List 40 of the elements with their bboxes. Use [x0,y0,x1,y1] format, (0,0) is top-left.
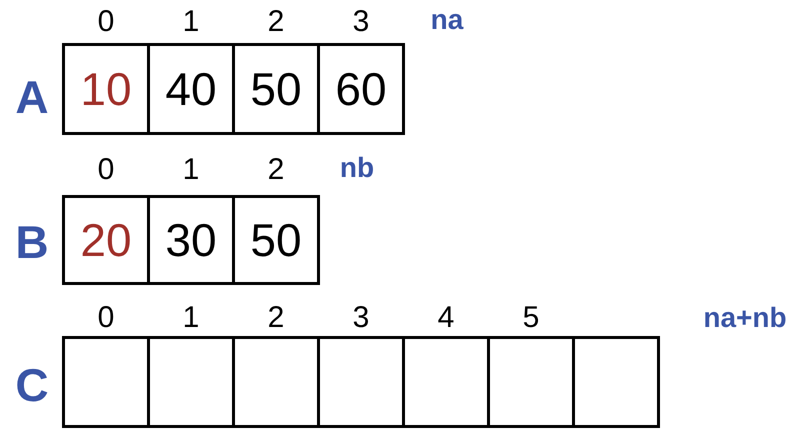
index-number: 0 [98,155,114,185]
index-number: 3 [352,303,370,333]
array-name: B [15,219,49,265]
array-cell [232,195,320,285]
index-number: 0 [98,7,114,37]
array-name: C [15,362,49,408]
empty-array-cell [402,336,490,428]
index-number: 2 [268,303,284,333]
index-number: 2 [268,155,284,185]
index-number: 1 [182,303,200,333]
array-cell [62,195,150,285]
cell-value: 30 [165,213,217,267]
cell-value: 60 [335,62,387,116]
array-cell [147,43,235,135]
array-name: A [15,74,49,120]
length-label: na [430,6,464,34]
index-number: 0 [98,303,114,333]
index-number: 1 [182,155,200,185]
empty-array-cell [232,336,320,428]
cell-value: 10 [80,62,132,116]
length-label: nb [340,154,374,182]
array-cell [232,43,320,135]
index-number: 2 [268,7,284,37]
length-label: na+nb [703,304,787,332]
index-number: 5 [522,303,540,333]
empty-array-cell [147,336,235,428]
empty-array-cell [487,336,575,428]
empty-array-cell [572,336,660,428]
cell-value: 50 [250,213,302,267]
cell-value: 40 [165,62,217,116]
cell-value: 50 [250,62,302,116]
empty-array-cell [317,336,405,428]
index-number: 4 [438,303,454,333]
array-cell [147,195,235,285]
array-cell [317,43,405,135]
index-number: 3 [352,7,370,37]
cell-value: 20 [80,213,132,267]
empty-array-cell [62,336,150,428]
index-number: 1 [182,7,200,37]
array-cell [62,43,150,135]
